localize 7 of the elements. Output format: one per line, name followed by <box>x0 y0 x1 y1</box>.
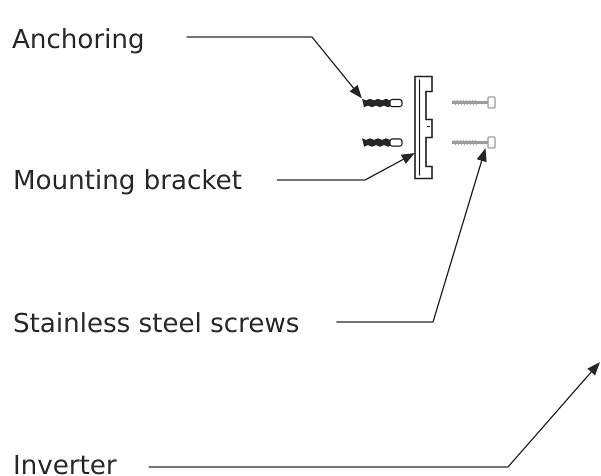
wall-plug <box>362 98 403 108</box>
part-label: Mounting bracket <box>16 169 242 194</box>
part-label: Stainless steel screws <box>14 312 298 332</box>
part-label: Anchoring <box>12 28 142 54</box>
part-label: Inverter <box>16 454 117 474</box>
screw <box>452 136 496 149</box>
mounting-bracket <box>414 76 433 180</box>
